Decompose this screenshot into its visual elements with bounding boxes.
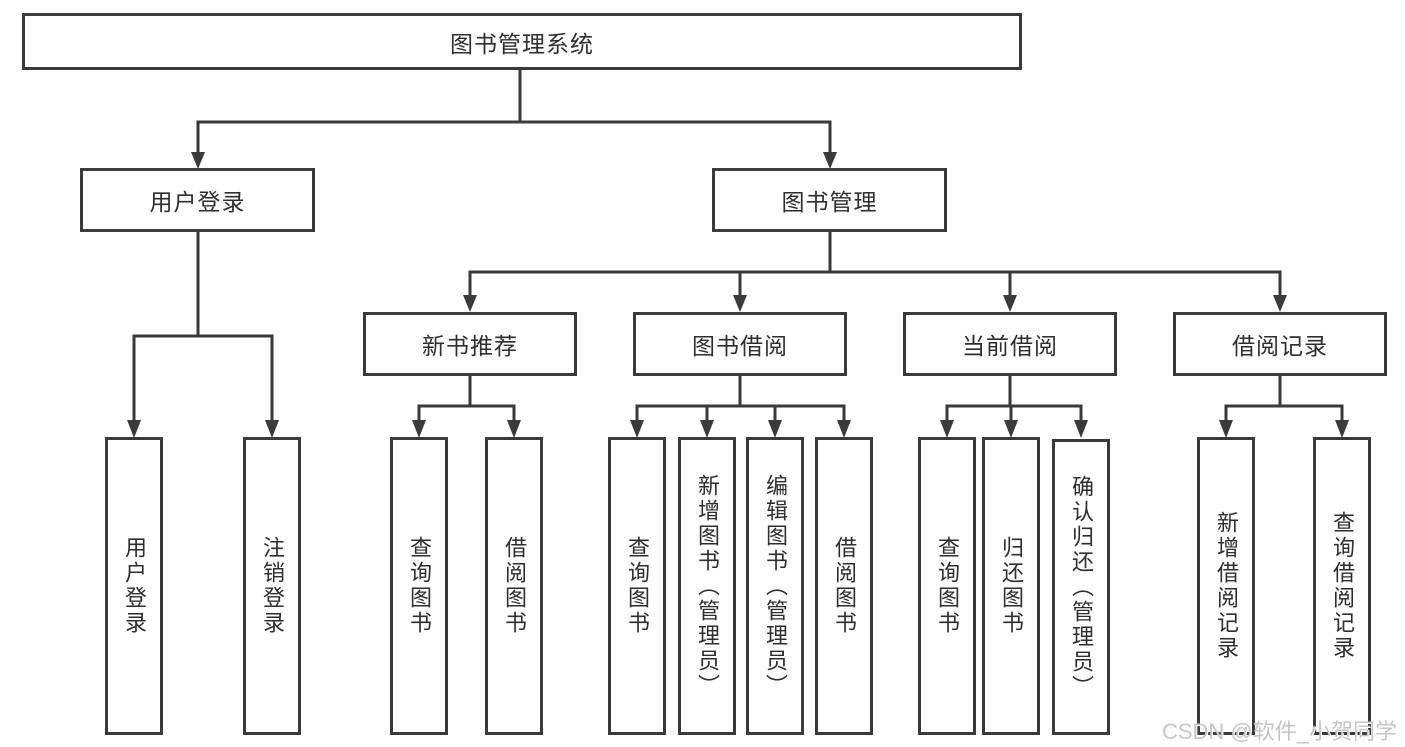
leaf-confirm-return-admin: 确认归还（管理员） xyxy=(1052,439,1110,735)
node-label: 用户登录 xyxy=(149,189,246,215)
node-label: 图书管理 xyxy=(781,189,878,215)
leaf-query-borrow-record: 查询借阅记录 xyxy=(1313,437,1371,735)
node-label: 新书推荐 xyxy=(422,333,518,359)
leaf-logout: 注销登录 xyxy=(243,437,301,735)
leaf-borrow-books-1: 借阅图书 xyxy=(485,437,543,735)
connector-currentborrow-to-leaves xyxy=(940,373,1088,438)
leaf-query-books-1: 查询图书 xyxy=(390,437,448,735)
node-new-book-recommend: 新书推荐 xyxy=(363,312,577,376)
connector-bookmgmt-to-level2 xyxy=(463,229,1287,312)
node-label: 图书借阅 xyxy=(692,333,788,359)
leaf-borrow-books-2: 借阅图书 xyxy=(815,437,873,735)
node-library-management-system: 图书管理系统 xyxy=(22,13,1022,70)
node-borrow-record: 借阅记录 xyxy=(1173,312,1387,376)
leaf-query-books-3: 查询图书 xyxy=(918,437,976,735)
leaf-label: 借阅图书 xyxy=(832,536,857,636)
connector-userlogin-to-leaves xyxy=(127,229,279,438)
node-user-login: 用户登录 xyxy=(80,168,315,232)
leaf-label: 查询图书 xyxy=(935,536,960,636)
node-label: 当前借阅 xyxy=(962,333,1058,359)
leaf-query-books-2: 查询图书 xyxy=(608,437,666,735)
leaf-add-books-admin: 新增图书（管理员） xyxy=(678,437,736,735)
leaf-label: 注销登录 xyxy=(260,536,285,636)
leaf-label: 查询图书 xyxy=(625,536,650,636)
leaf-add-borrow-record: 新增借阅记录 xyxy=(1197,437,1255,735)
leaf-user-login: 用户登录 xyxy=(105,437,163,735)
leaf-label: 归还图书 xyxy=(999,536,1024,636)
leaf-return-books: 归还图书 xyxy=(982,437,1040,735)
connector-borrowrecord-to-leaves xyxy=(1219,373,1349,438)
leaf-label: 借阅图书 xyxy=(502,536,527,636)
node-label: 图书管理系统 xyxy=(450,30,594,57)
leaf-label: 用户登录 xyxy=(122,536,147,636)
node-current-borrow: 当前借阅 xyxy=(903,312,1117,376)
connector-bookborrow-to-leaves xyxy=(630,373,851,438)
leaf-label: 确认归还（管理员） xyxy=(1069,474,1094,700)
leaf-edit-books-admin: 编辑图书（管理员） xyxy=(746,437,804,735)
leaf-label: 新增借阅记录 xyxy=(1214,511,1239,661)
leaf-label: 编辑图书（管理员） xyxy=(763,473,788,699)
connector-newbook-to-leaves xyxy=(412,373,521,438)
node-book-management: 图书管理 xyxy=(712,168,947,232)
leaf-label: 查询借阅记录 xyxy=(1330,511,1355,661)
node-book-borrow: 图书借阅 xyxy=(633,312,847,376)
leaf-label: 查询图书 xyxy=(407,536,432,636)
leaf-label: 新增图书（管理员） xyxy=(695,473,720,699)
connector-root-to-level1 xyxy=(191,67,837,169)
node-label: 借阅记录 xyxy=(1232,333,1328,359)
csdn-watermark: CSDN @软件_小贺同学 xyxy=(1161,719,1397,744)
